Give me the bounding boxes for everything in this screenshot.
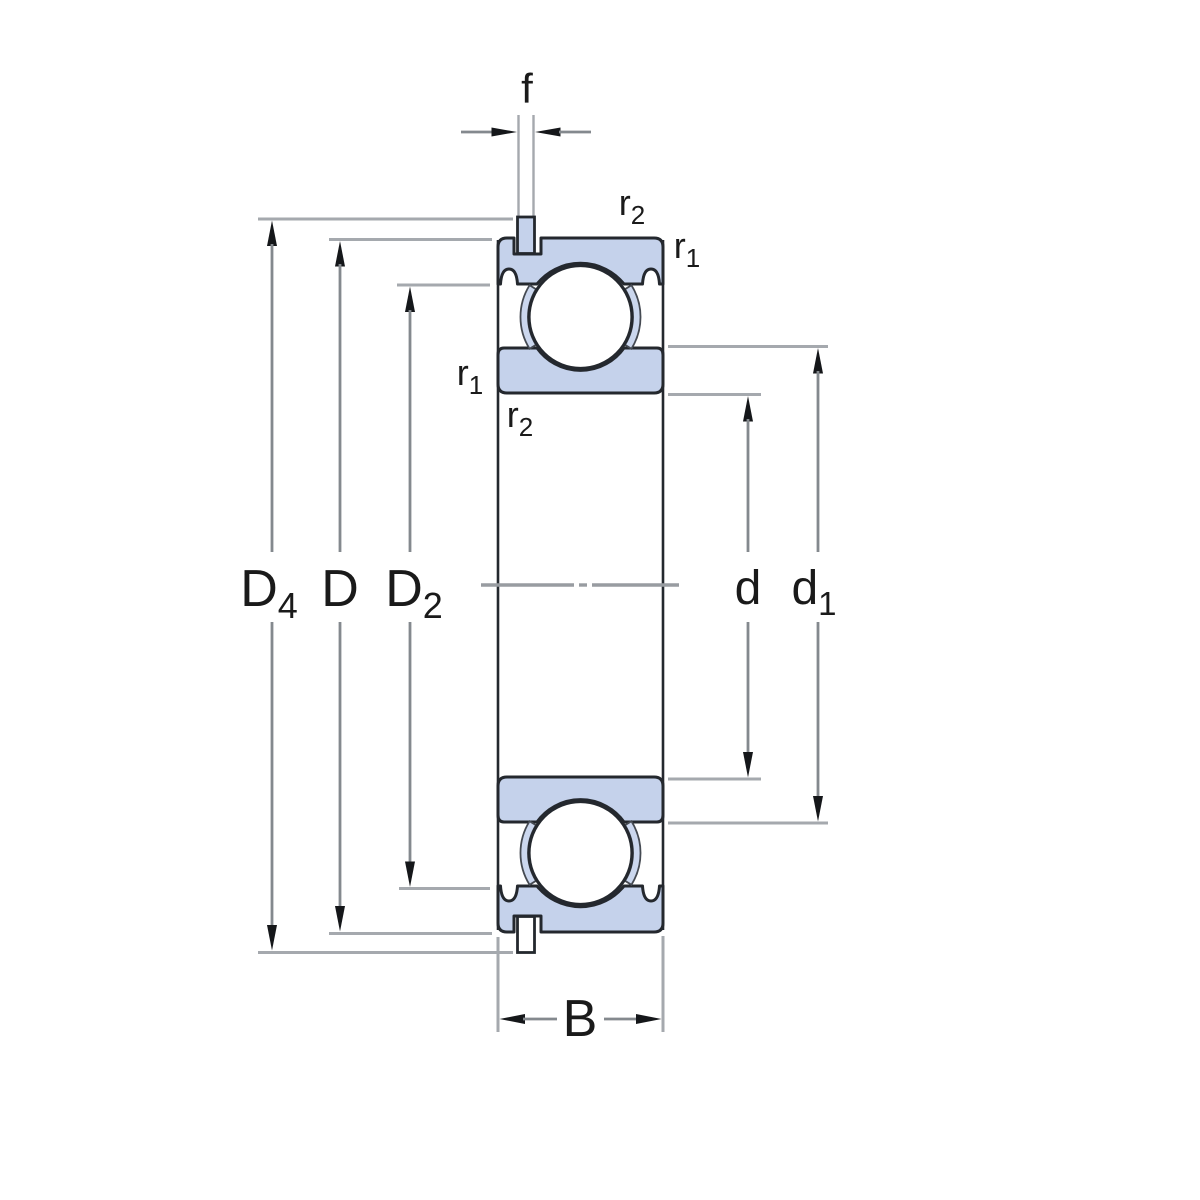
label-r1-outer-top: r1 bbox=[674, 225, 700, 273]
inner-ring-bottom-section bbox=[496, 775, 665, 824]
arrowhead-d1-bottom bbox=[813, 796, 823, 822]
arrowhead-d-bottom bbox=[335, 906, 345, 932]
label-r2-inner-side: r2 bbox=[507, 394, 533, 442]
label-f: f bbox=[521, 65, 533, 112]
arrowhead-d4-top bbox=[267, 220, 277, 246]
snap-ring-top bbox=[516, 215, 536, 255]
outer-ring-top-section bbox=[496, 236, 665, 286]
label-bore-d: d bbox=[735, 562, 762, 615]
dimension-lines bbox=[267, 127, 823, 1024]
arrowhead-d2-top bbox=[405, 286, 415, 312]
label-d2: D2 bbox=[385, 560, 443, 626]
label-d4: D4 bbox=[240, 560, 298, 626]
arrowhead-d4-bottom bbox=[267, 925, 277, 951]
label-d1: d1 bbox=[791, 562, 836, 622]
bearing-body bbox=[496, 215, 665, 954]
arrowhead-bore-bottom bbox=[743, 752, 753, 778]
label-b: B bbox=[563, 990, 598, 1048]
arrowhead-f-left bbox=[491, 127, 517, 137]
label-r2-outer-top: r2 bbox=[619, 182, 645, 230]
ball-bottom bbox=[527, 799, 634, 907]
dimension-labels: f r2 r1 r1 r2 D4 D D2 d d1 B bbox=[240, 65, 836, 1048]
outer-ring-bottom-section bbox=[496, 884, 665, 934]
arrowhead-d1-top bbox=[813, 348, 823, 374]
arrowhead-d-top bbox=[335, 241, 345, 267]
arrowhead-bore-top bbox=[743, 396, 753, 422]
label-d: D bbox=[321, 560, 359, 618]
inner-ring-top-section bbox=[496, 346, 665, 395]
extension-lines bbox=[258, 115, 828, 1032]
label-r1-inner-side: r1 bbox=[457, 352, 483, 400]
arrowhead-d2-bottom bbox=[405, 861, 415, 887]
snap-ring-bottom bbox=[516, 915, 536, 954]
arrowhead-b-right bbox=[636, 1014, 662, 1024]
arrowhead-f-right bbox=[535, 127, 561, 137]
ball-top bbox=[527, 263, 634, 371]
arrowhead-b-left bbox=[499, 1014, 525, 1024]
